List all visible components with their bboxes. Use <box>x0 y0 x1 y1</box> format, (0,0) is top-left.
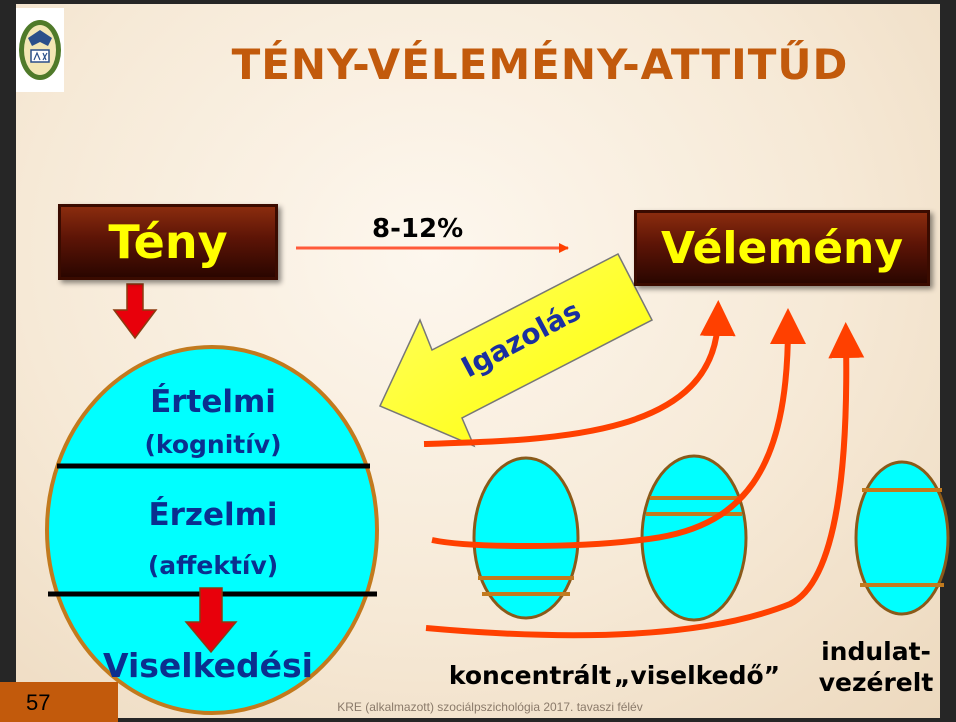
university-logo <box>16 8 64 92</box>
page-number: 57 <box>26 690 51 715</box>
affective-flow-arrow <box>431 308 806 549</box>
bottom-border <box>0 718 956 722</box>
top-border <box>0 0 956 4</box>
page-number-tab <box>0 682 118 722</box>
teny-down-arrow <box>112 283 158 340</box>
fact-box: Tény <box>58 204 278 280</box>
footer-text: KRE (alkalmazott) szociálpszichológia 20… <box>337 700 643 714</box>
affective-sublabel: (affektív) <box>147 551 279 580</box>
percent-label: 8-12% <box>372 214 464 244</box>
left-border <box>0 0 16 722</box>
type-emotion-driven-label: indulat- vezérelt <box>818 637 934 697</box>
seal-icon <box>19 20 61 80</box>
opinion-box: Vélemény <box>634 210 930 286</box>
behavioral-flow-arrow <box>425 322 865 639</box>
cognitive-label: Értelmi <box>150 384 276 420</box>
type-behaving-label: „viselkedő” <box>614 661 781 690</box>
type-concentrated-label: koncentrált <box>448 661 612 690</box>
affective-label: Érzelmi <box>148 497 278 533</box>
attitude-circle <box>45 345 379 715</box>
slide-title: TÉNY-VÉLEMÉNY-ATTITŰD <box>231 40 849 89</box>
type-emotion-ellipse <box>854 460 950 616</box>
cognitive-sublabel: (kognitív) <box>144 430 282 459</box>
behavioral-label: Viselkedési <box>102 646 313 685</box>
affective-down-arrow <box>184 587 238 654</box>
type-concentrated-ellipse <box>472 456 580 620</box>
cognitive-flow-arrow <box>423 300 736 447</box>
